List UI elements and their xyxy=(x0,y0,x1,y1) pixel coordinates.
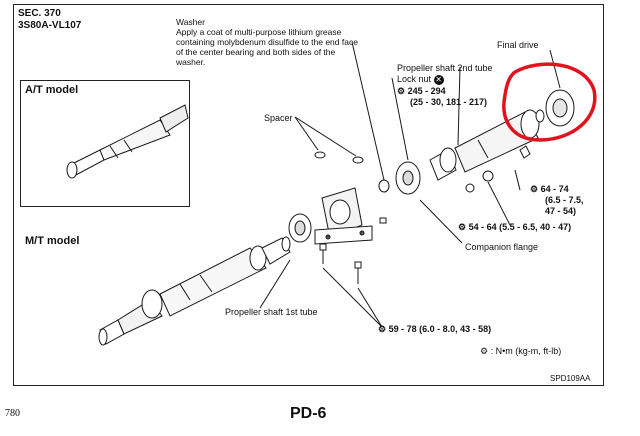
washer-note: Washer Apply a coat of multi-purpose lit… xyxy=(176,17,366,67)
at-shaft-detail xyxy=(66,104,189,179)
torque-59-78: ⚙ 59 - 78 (6.0 - 8.0, 43 - 58) xyxy=(378,324,491,334)
label-final-drive: Final drive xyxy=(497,40,539,50)
label-lock-nut: Lock nut xyxy=(397,74,432,84)
figure-id: SPD109AA xyxy=(550,374,591,383)
at-model-inset xyxy=(20,80,190,207)
diagram-code: 3S80A-VL107 xyxy=(18,20,82,31)
washer-part xyxy=(378,179,390,193)
torque-lock-nut: ⚙ 245 - 294 xyxy=(397,86,446,96)
torque-59-value: 59 - 78 (6.0 - 8.0, 43 - 58) xyxy=(388,324,492,334)
spacer-right xyxy=(352,156,364,164)
wrench-icon: ⚙ xyxy=(458,222,467,232)
page-code: PD-6 xyxy=(290,405,327,422)
at-model-label: A/T model xyxy=(25,84,79,96)
mt-model-label: M/T model xyxy=(25,235,80,247)
torque-54-value: 54 - 64 (5.5 - 6.5, 40 - 47) xyxy=(468,222,572,232)
do-not-reuse-icon: ✕ xyxy=(433,74,444,85)
wrench-icon: ⚙ xyxy=(397,86,406,96)
torque-legend-text: : N•m (kg-m, ft-lb) xyxy=(490,346,562,356)
page-number: 780 xyxy=(5,408,20,419)
highlight-circle xyxy=(502,62,597,142)
nut-small-1 xyxy=(465,183,475,193)
torque-64-74: ⚙ 64 - 74 xyxy=(530,184,569,194)
washer-instruction: Apply a coat of multi-purpose lithium gr… xyxy=(176,27,358,67)
torque-legend: ⚙ : N•m (kg-m, ft-lb) xyxy=(480,346,561,356)
torque-64-alt-1: (6.5 - 7.5, xyxy=(545,195,584,205)
shaft-2nd-tube xyxy=(429,109,540,181)
wrench-icon: ⚙ xyxy=(530,184,539,194)
diagram-frame xyxy=(13,4,604,386)
torque-lock-nut-alt: (25 - 30, 181 - 217) xyxy=(410,97,488,107)
wrench-icon: ⚙ xyxy=(480,346,489,356)
mounting-bolts xyxy=(319,217,387,284)
washer-title: Washer xyxy=(176,17,205,27)
wrench-icon: ⚙ xyxy=(378,324,387,334)
bolt-small xyxy=(519,145,531,159)
nut-small-2 xyxy=(482,170,494,182)
shaft-1st-tube xyxy=(98,236,291,346)
label-companion-flange: Companion flange xyxy=(465,242,539,252)
torque-54-64: ⚙ 54 - 64 (5.5 - 6.5, 40 - 47) xyxy=(458,222,571,232)
section-number: SEC. 370 xyxy=(18,8,61,19)
final-drive-flange xyxy=(535,89,575,127)
spacer-left xyxy=(314,151,326,159)
torque-lock-nut-value: 245 - 294 xyxy=(407,86,446,96)
label-spacer: Spacer xyxy=(264,113,293,123)
section-header: SEC. 370 3S80A-VL107 xyxy=(18,8,81,32)
torque-64-value: 64 - 74 xyxy=(540,184,569,194)
lock-nut-callout: Lock nut ✕ xyxy=(397,74,444,85)
label-shaft-2nd-tube: Propeller shaft 2nd tube xyxy=(397,63,493,73)
center-bearing xyxy=(288,187,373,245)
label-shaft-1st-tube: Propeller shaft 1st tube xyxy=(225,307,318,317)
companion-flange-part xyxy=(395,161,421,195)
torque-64-alt-2: 47 - 54) xyxy=(545,206,577,216)
